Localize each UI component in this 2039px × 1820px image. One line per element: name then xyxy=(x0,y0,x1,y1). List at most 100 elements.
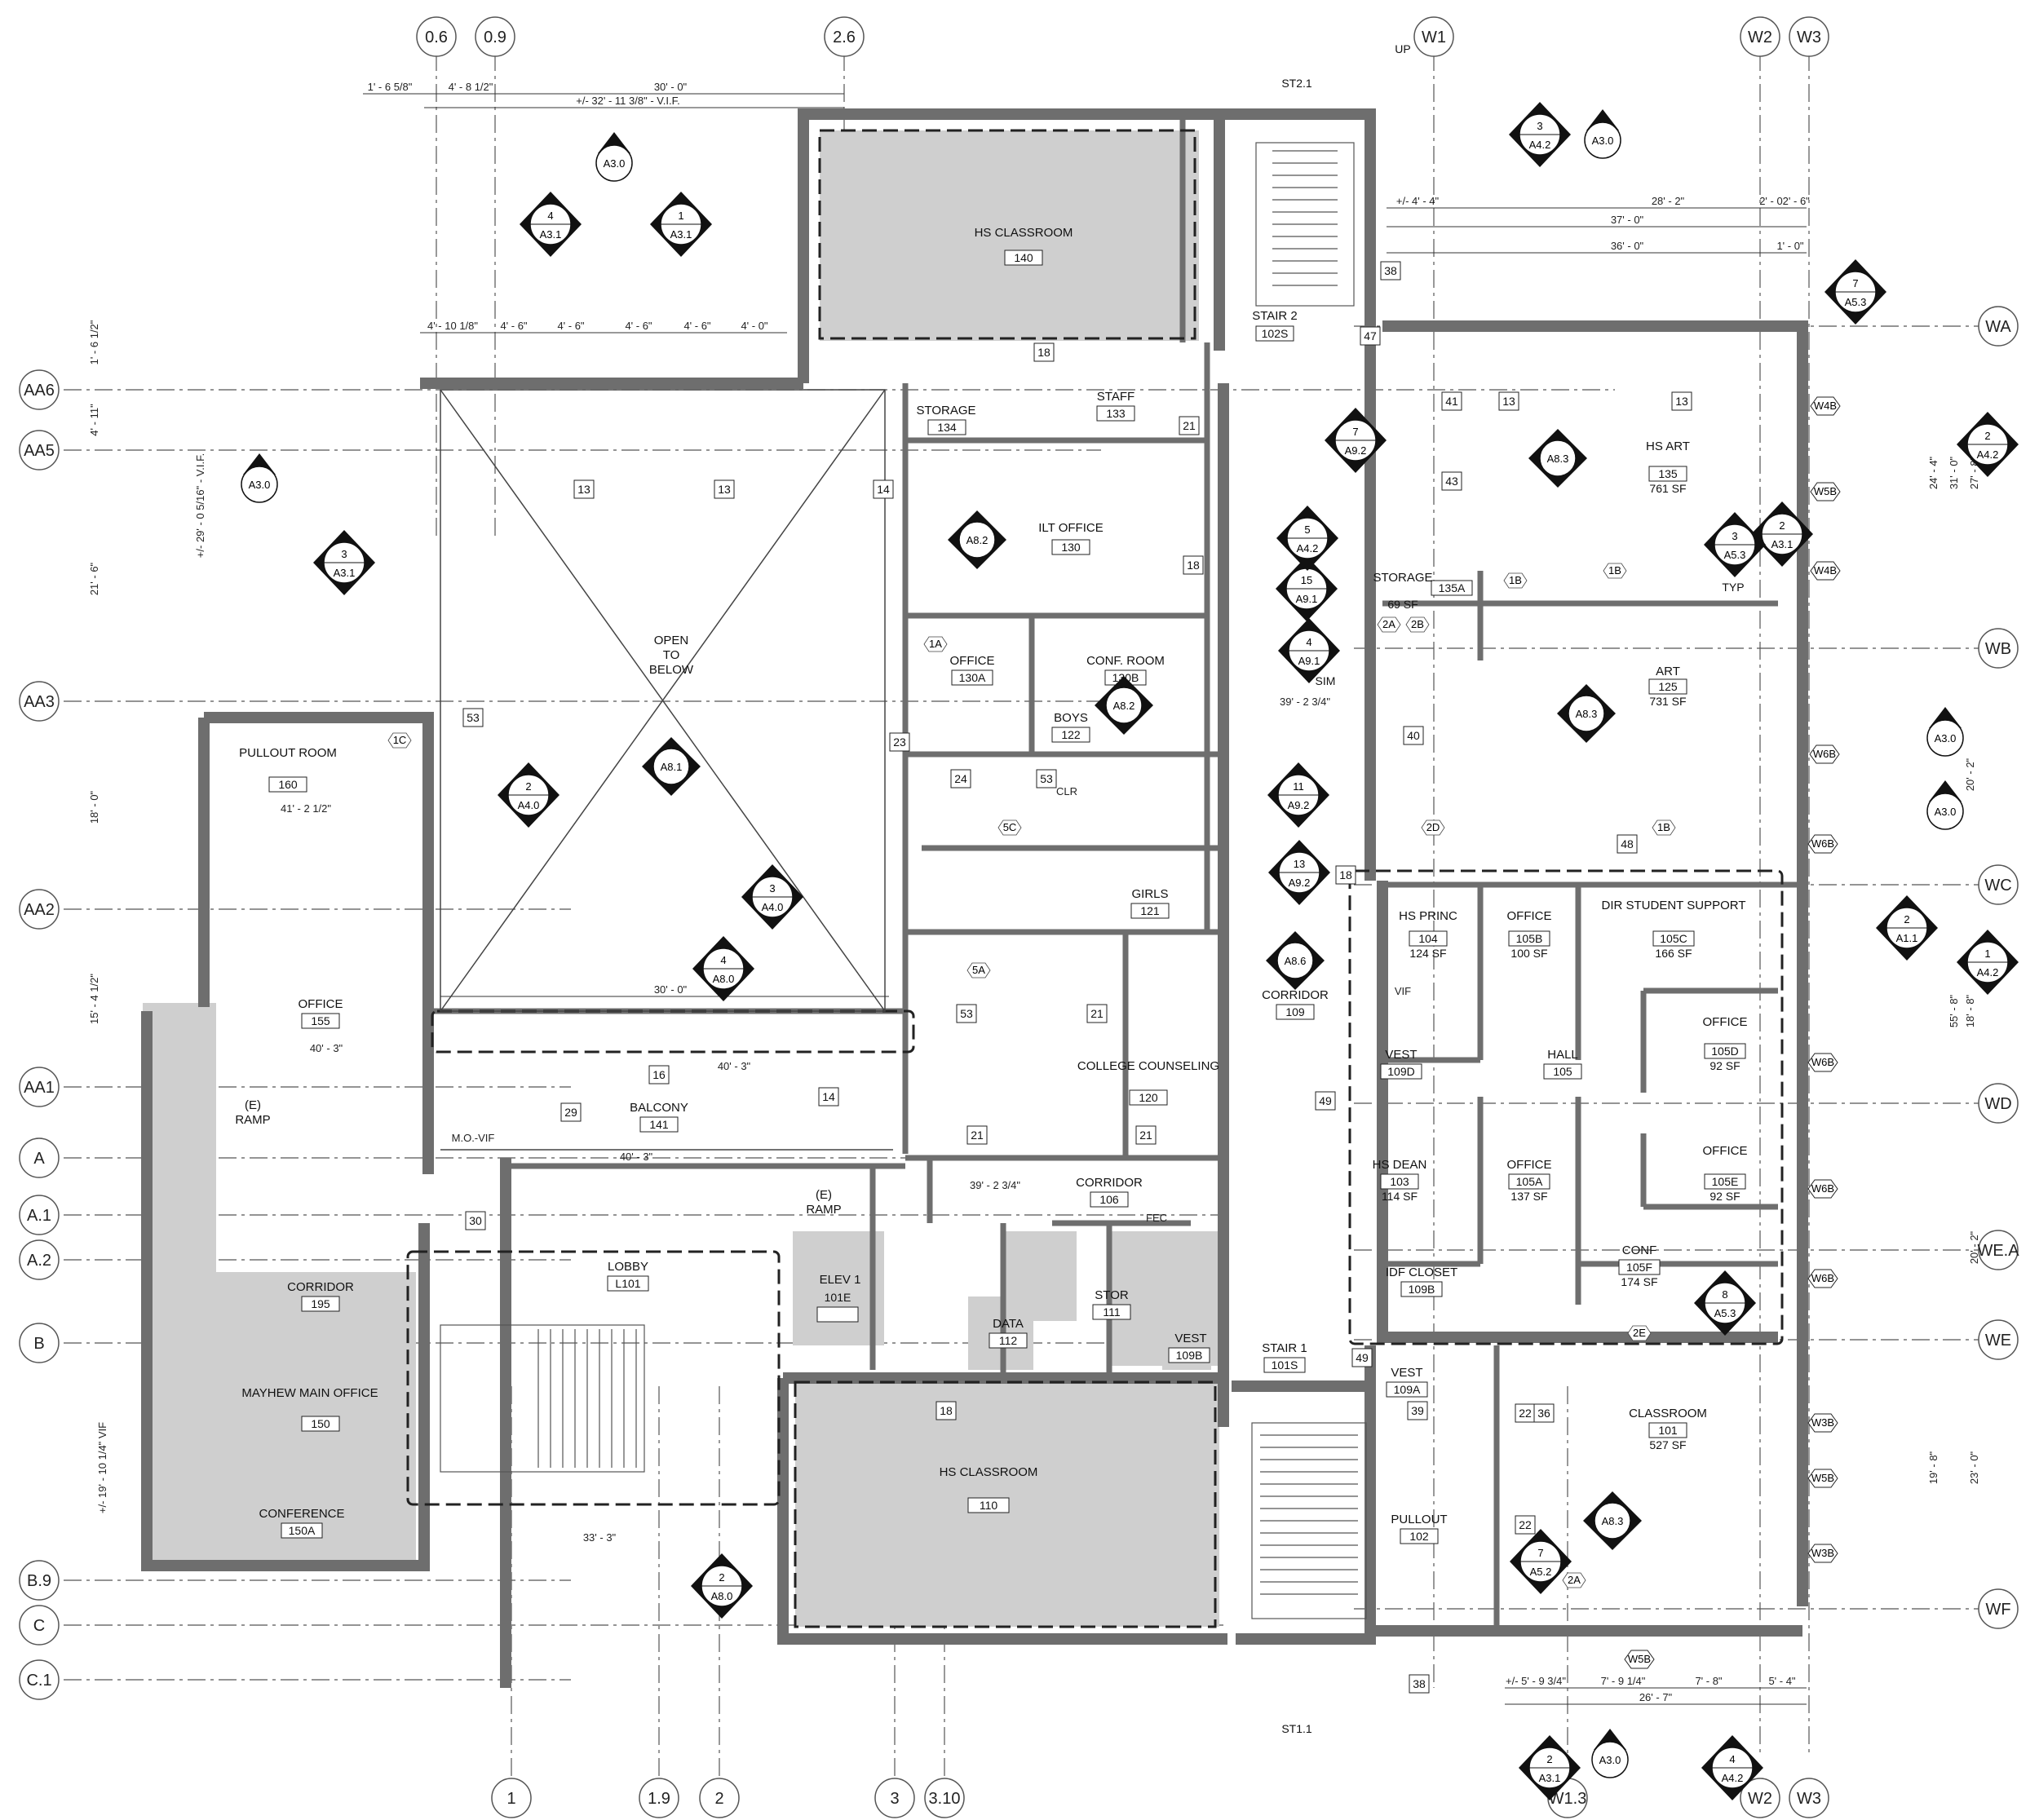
grid-label-bottom-w1-3: W1.3 xyxy=(1549,1790,1587,1808)
dim-bottom-4: 5' - 4" xyxy=(1768,1675,1795,1687)
dim-vert-right-9: 20' - 2" xyxy=(1968,1230,1980,1264)
wall-type-label: W5B xyxy=(1628,1653,1651,1665)
keynote-number: 21 xyxy=(1139,1129,1152,1142)
grid-label-left-b-9: B.9 xyxy=(27,1572,51,1590)
section-marker: 4A4.2 xyxy=(1701,1735,1763,1800)
dim-vert-left-3: 21' - 6" xyxy=(88,562,100,595)
room-area-105e: 92 SF xyxy=(1709,1190,1740,1203)
elev-mark-1: 41' - 2 1/2" xyxy=(281,802,331,815)
room-number-109a: 109A xyxy=(1394,1383,1421,1396)
section-marker-sheet: A3.1 xyxy=(670,228,692,241)
dim-sub-5: 4' - 6" xyxy=(683,320,710,332)
keynote-number: 13 xyxy=(718,483,731,496)
section-marker-sheet: A9.1 xyxy=(1298,655,1320,667)
dim-sub-2: 4' - 6" xyxy=(500,320,527,332)
dim-vert-right-4: 55' - 8" xyxy=(1948,994,1960,1027)
door-tag: 2E xyxy=(1627,1325,1652,1341)
keynote-number: 43 xyxy=(1445,475,1458,488)
keynote-tag: 13 xyxy=(714,479,735,499)
room-name-109b: VEST xyxy=(1174,1332,1206,1345)
room-name-110: HS CLASSROOM xyxy=(940,1465,1038,1479)
section-marker-sheet: A1.1 xyxy=(1896,932,1918,944)
grid-bubbles-left xyxy=(19,369,60,1700)
room-number-109b: 109B xyxy=(1176,1349,1203,1362)
reference-markers: A3.0A3.0A3.0A3.0A3.0A3.0 xyxy=(241,109,1964,1778)
wall-type-tag: W4B xyxy=(1810,561,1841,581)
section-marker-sheet: A8.0 xyxy=(713,973,735,985)
room-name-150: MAYHEW MAIN OFFICE xyxy=(241,1386,378,1400)
keynote-number: 36 xyxy=(1537,1407,1550,1420)
keynote-number: 29 xyxy=(564,1106,577,1119)
room-area-105f: 174 SF xyxy=(1621,1275,1657,1288)
wall-type-tag: W6B xyxy=(1807,834,1838,854)
room-name-102s: STAIR 2 xyxy=(1252,309,1298,323)
dim-sub-4: 4' - 6" xyxy=(625,320,652,332)
section-marker-number: 13 xyxy=(1294,858,1305,870)
room-area-105d: 92 SF xyxy=(1709,1059,1740,1072)
elevation-marker: A8.1 xyxy=(642,737,701,796)
dim-right-6: 1' - 0" xyxy=(1776,240,1803,252)
dim-vert-right-1: 31' - 0" xyxy=(1948,456,1960,489)
room-number-195: 195 xyxy=(311,1297,330,1310)
room-number-110: 110 xyxy=(980,1499,998,1512)
door-tag: 1B xyxy=(1652,819,1676,836)
keynote-tag: 41 xyxy=(1441,391,1462,411)
room-area-105a: 137 SF xyxy=(1510,1190,1547,1203)
keynote-tag: 21 xyxy=(1135,1125,1157,1145)
mo-vif-label: M.O.-VIF xyxy=(452,1132,495,1144)
keynote-tag: 53 xyxy=(956,1004,977,1023)
room-area-101: 527 SF xyxy=(1649,1438,1686,1451)
section-marker-number: 8 xyxy=(1722,1288,1727,1301)
elevation-marker: A8.3 xyxy=(1528,429,1587,488)
grid-label-right-we-a: WE.A xyxy=(1977,1242,2019,1260)
elevation-marker: A8.3 xyxy=(1583,1491,1642,1550)
section-marker-number: 3 xyxy=(1537,120,1542,132)
room-number-101: 101 xyxy=(1658,1424,1678,1437)
section-marker-number: 4 xyxy=(720,954,726,966)
keynote-tag: 49 xyxy=(1315,1091,1336,1111)
grid-bubbles-right xyxy=(1978,306,2019,1629)
dim-vert-left-1: 1' - 6 1/2" xyxy=(88,320,100,364)
door-tag: 5C xyxy=(997,819,1022,836)
wall-type-tag: W5B xyxy=(1807,1469,1838,1488)
room-number-140: 140 xyxy=(1014,251,1033,264)
reference-marker-label: A3.0 xyxy=(604,157,626,170)
room-number-120: 120 xyxy=(1139,1091,1158,1104)
room-name-109a: VEST xyxy=(1391,1366,1422,1380)
room-name-121: GIRLS xyxy=(1131,887,1168,901)
keynote-tag: 53 xyxy=(462,708,484,727)
section-marker-number: 7 xyxy=(1537,1547,1543,1559)
section-marker-sheet: A4.2 xyxy=(1297,542,1319,554)
room-name-125: ART xyxy=(1656,665,1680,678)
wall-type-label: W4B xyxy=(1814,564,1837,576)
grid-label-top-2-6: 2.6 xyxy=(833,29,856,46)
grid-label-left-b: B xyxy=(33,1335,44,1353)
reference-marker: A3.0 xyxy=(1926,780,1964,830)
room-name-195: CORRIDOR xyxy=(287,1280,354,1294)
section-marker: 2A4.2 xyxy=(1957,412,2019,477)
room-number-106: 106 xyxy=(1099,1193,1119,1206)
keynote-number: 23 xyxy=(893,736,906,749)
room-name-105b: OFFICE xyxy=(1507,909,1552,923)
keynote-number: 21 xyxy=(971,1129,984,1142)
reference-marker-label: A3.0 xyxy=(1592,135,1614,147)
keynote-tag: 38 xyxy=(1380,261,1401,281)
sim-label: SIM xyxy=(1316,674,1336,687)
dim-right-2: 28' - 2" xyxy=(1652,195,1685,207)
room-name-135: HS ART xyxy=(1646,440,1690,453)
wall-type-label: W6B xyxy=(1811,837,1834,850)
room-number-135: 135 xyxy=(1658,467,1678,480)
section-marker-number: 1 xyxy=(678,210,683,222)
wall-type-label: W5B xyxy=(1814,485,1837,497)
reference-marker: A3.0 xyxy=(1584,109,1621,159)
room-name-135a: STORAGE xyxy=(1373,571,1432,585)
grid-label-top-w2: W2 xyxy=(1748,29,1772,46)
section-marker-sheet: A5.2 xyxy=(1530,1566,1552,1578)
section-marker: 3A4.0 xyxy=(741,864,803,930)
room-number-105: 105 xyxy=(1553,1065,1572,1078)
room-number-125: 125 xyxy=(1658,680,1678,693)
section-marker-sheet: A5.3 xyxy=(1724,549,1746,561)
keynote-number: 38 xyxy=(1413,1677,1426,1690)
door-tag-label: 1B xyxy=(1657,821,1670,833)
section-marker-sheet: A9.1 xyxy=(1296,593,1318,605)
